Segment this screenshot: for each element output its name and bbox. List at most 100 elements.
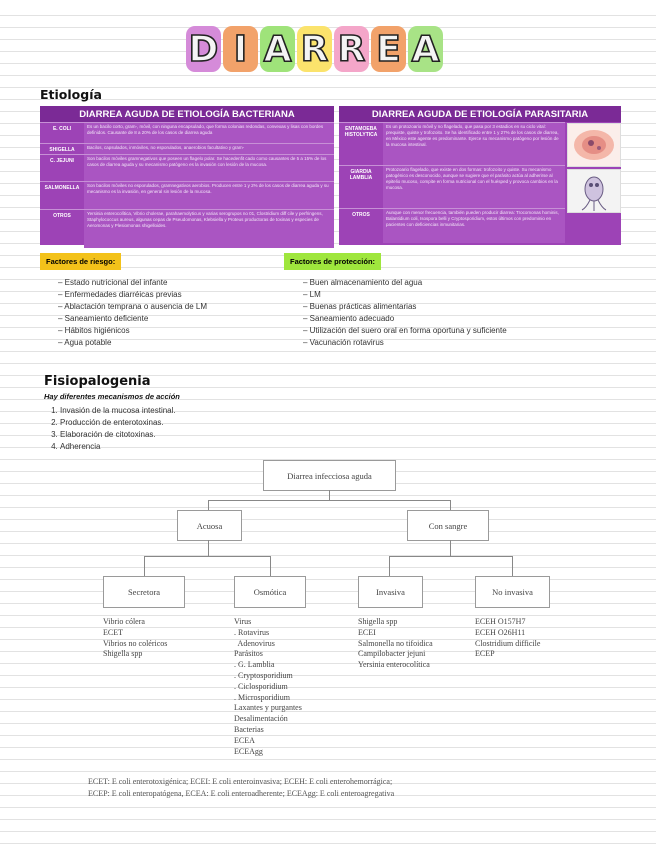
list-item: Vacunación rotavirus — [303, 337, 507, 349]
title-letter: D — [186, 26, 221, 72]
row-text: Es un bacilo corto, gram-, móvil, con ni… — [84, 123, 334, 143]
list-item: Invasión de la mucosa intestinal. — [60, 405, 176, 417]
row-label: ENTAMOEBA HISTOLYTICA — [344, 126, 378, 138]
diagram-item: Desalimentación — [234, 714, 288, 724]
diagram-item: . Microsporidium — [234, 692, 290, 702]
row-label: GIARDIA LAMBLIA — [349, 169, 373, 181]
diagram-item: ECEH O157H7 — [475, 617, 526, 626]
list-item: LM — [303, 289, 507, 301]
diagram-item: . Rotavirus — [234, 627, 270, 637]
table-row: SHIGELLA Bacilos, capsulados, inmóviles, … — [40, 143, 334, 154]
diagram-item: . Ciclosporidium — [234, 681, 288, 691]
title-letter: E — [371, 26, 406, 72]
row-text: Son bacilos móviles gramnegativos que po… — [84, 155, 334, 181]
fisiopatogenia-heading: Fisiopalogenia — [44, 374, 151, 389]
list-item: Buen almacenamiento del agua — [303, 277, 507, 289]
table-row: OTROS Aunque con menor frecuencia, tambié… — [339, 208, 565, 243]
list-item: Buenas prácticas alimentarias — [303, 301, 507, 313]
diagram-item: ECEA — [234, 735, 255, 745]
row-label: C. JEJUNI — [50, 158, 74, 164]
row-label: OTROS — [53, 213, 71, 219]
giardia-image — [567, 169, 621, 213]
list-item: Enfermedades diarréicas previas — [58, 289, 207, 301]
diagram-item: Bacterias — [234, 724, 264, 734]
diagram-item: Yersinia enterocolítica — [358, 660, 430, 670]
diagram-root-node: Diarrea infecciosa aguda — [263, 460, 396, 491]
title-letter: I — [223, 26, 258, 72]
row-text: Aunque con menor frecuencia, también pue… — [383, 209, 565, 243]
title-letter: R — [297, 26, 332, 72]
diagram-item: . G. Lamblia — [234, 660, 275, 670]
title-letter: R — [334, 26, 369, 72]
diagram-item: . Cryptosporidium — [234, 670, 293, 680]
parasitic-table-header: DIARREA AGUDA DE ETIOLOGÍA PARASITARIA — [339, 106, 621, 122]
table-row: GIARDIA LAMBLIA Protozoario flagelado, qu… — [339, 165, 565, 208]
list-item: Hábitos higiénicos — [58, 325, 207, 337]
mechanisms-list: Invasión de la mucosa intestinal.Producc… — [44, 405, 176, 453]
footnote-line-2: ECEP: E coli enteropatógena, ECEA: E col… — [88, 789, 395, 798]
diagram-item: ECEAgg — [234, 746, 263, 756]
row-label: SALMONELLA — [44, 185, 80, 191]
row-text: Son bacilos móviles no esporulados, gram… — [84, 182, 334, 209]
row-label: E. COLI — [52, 126, 72, 132]
diagram-invasiva-node: Invasiva — [358, 576, 423, 608]
list-item: Agua potable — [58, 337, 207, 349]
table-row: OTROS Yersinia enterocolítica, Vibrio cho… — [40, 209, 334, 248]
diagram-item: Clostridium difficile — [475, 638, 541, 648]
diagram-item: ECEH O26H11 — [475, 627, 526, 637]
list-item: Ablactación temprana o ausencia de LM — [58, 301, 207, 313]
table-row: SALMONELLA Son bacilos móviles no esporul… — [40, 181, 334, 209]
diagram-no-invasiva-node: No invasiva — [475, 576, 550, 608]
row-text: Protozoario flagelado, que existe en dos… — [383, 166, 565, 208]
etiologia-heading: Etiología — [40, 87, 102, 102]
title-letter: A — [408, 26, 443, 72]
diagram-item: Adenovirus — [234, 638, 275, 648]
entamoeba-image — [567, 123, 621, 167]
protection-factors-label: Factores de protección: — [284, 253, 382, 270]
diagram-item: Shigella spp — [358, 617, 398, 626]
diagram-osmotica-node: Osmótica — [234, 576, 306, 608]
bacterial-table-header: DIARREA AGUDA DE ETIOLOGÍA BACTERIANA — [40, 106, 334, 122]
risk-factors-list: Estado nutricional del infanteEnfermedad… — [58, 277, 207, 349]
diagram-item: Vibrio cólera — [103, 617, 145, 626]
diagram-item: ECET — [103, 627, 123, 637]
list-item: Saneamiento deficiente — [58, 313, 207, 325]
diagram-item: ECEP — [475, 649, 495, 659]
list-item: Saneamiento adecuado — [303, 313, 507, 325]
diagram-item: Laxantes y purgantes — [234, 703, 302, 713]
bacterial-table: DIARREA AGUDA DE ETIOLOGÍA BACTERIANA E.… — [40, 106, 334, 248]
table-row: C. JEJUNI Son bacilos móviles gramnegativ… — [40, 154, 334, 181]
row-label: SHIGELLA — [49, 147, 75, 153]
title-letter: A — [260, 26, 295, 72]
diagram-secretora-node: Secretora — [103, 576, 185, 608]
diagram-acuosa-node: Acuosa — [177, 510, 242, 541]
diagram-item: Campilobacter jejuni — [358, 649, 426, 659]
diagram-item: Shigella spp — [103, 649, 143, 659]
diagram-item: Parásitos — [234, 649, 263, 659]
mechanisms-subtitle: Hay diferentes mecanismos de acción — [44, 392, 180, 401]
footnote-line-1: ECET: E coli enterotoxigénica; ECEI: E c… — [88, 777, 393, 786]
protection-factors-list: Buen almacenamiento del aguaLMBuenas prá… — [303, 277, 507, 349]
table-row: ENTAMOEBA HISTOLYTICA Es un protozoario m… — [339, 122, 565, 165]
diagram-item: Vibrios no coléricos — [103, 638, 168, 648]
row-text: Yersinia enterocolítica, Vibrio cholerae… — [84, 210, 334, 248]
list-item: Estado nutricional del infante — [58, 277, 207, 289]
list-item: Utilización del suero oral en forma opor… — [303, 325, 507, 337]
list-item: Adherencia — [60, 441, 176, 453]
diagram-item: ECEI — [358, 627, 376, 637]
diagram-item: Salmonella no tifoidica — [358, 638, 433, 648]
diagram-item: Virus — [234, 617, 252, 626]
row-text: Bacilos, capsulados, inmóviles, no espor… — [84, 144, 334, 154]
list-item: Elaboración de citotoxinas. — [60, 429, 176, 441]
list-item: Producción de enterotoxinas. — [60, 417, 176, 429]
row-label: OTROS — [352, 212, 370, 218]
row-text: Es un protozoario móvil y no flagelado, … — [383, 123, 565, 165]
diagram-con-sangre-node: Con sangre — [407, 510, 489, 541]
table-row: E. COLI Es un bacilo corto, gram-, móvil,… — [40, 122, 334, 143]
risk-factors-label: Factores de riesgo: — [40, 253, 122, 270]
